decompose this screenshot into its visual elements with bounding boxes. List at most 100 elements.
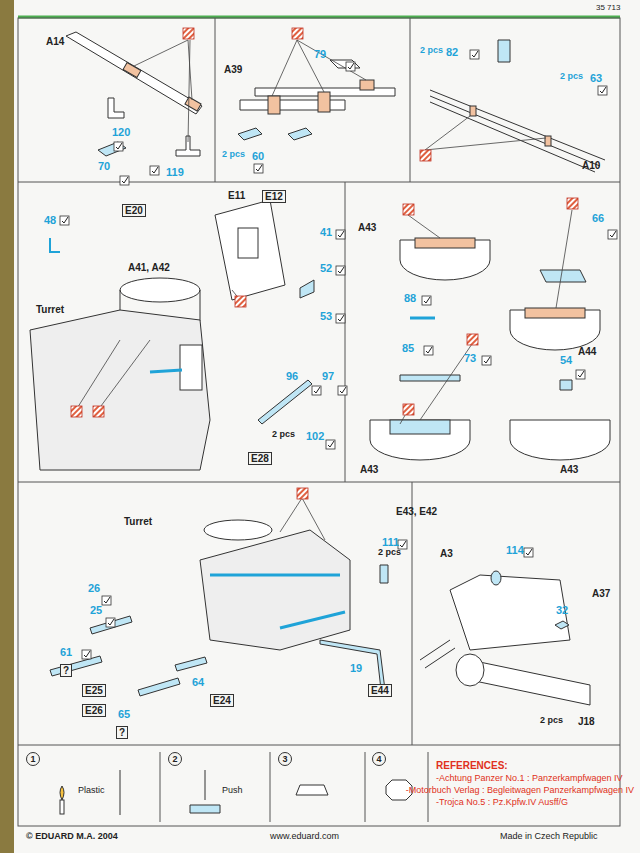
part-label: Turret (124, 516, 152, 527)
paper-edge (0, 0, 14, 853)
step-code: E28 (248, 452, 272, 465)
check-box (336, 314, 345, 323)
callout-number: 19 (350, 662, 362, 674)
check-box (338, 386, 347, 395)
callout-number: 32 (556, 604, 568, 616)
part-label: A43 (358, 222, 376, 233)
line-art (18, 182, 620, 183)
callout-number: 79 (314, 48, 326, 60)
hatch-icon (297, 488, 308, 499)
line-art (425, 648, 455, 668)
check-box (336, 266, 345, 275)
line-art (450, 575, 570, 650)
part-label: E43, E42 (396, 506, 437, 517)
callout-number: 96 (286, 370, 298, 382)
part-label: A39 (224, 64, 242, 75)
step-code: ? (116, 726, 128, 739)
part-label: A43 (560, 464, 578, 475)
line-art (60, 786, 64, 800)
line-art (360, 80, 374, 90)
line-art (185, 97, 201, 111)
callout-number: 119 (166, 166, 184, 178)
check-mark (526, 549, 532, 555)
check-mark (472, 51, 478, 57)
line-art (18, 745, 620, 746)
hatch-icon (235, 296, 246, 307)
line-art (525, 308, 585, 318)
line-art (498, 40, 510, 62)
check-mark (338, 267, 344, 273)
part-label: 2 pcs (378, 548, 401, 558)
step-code: E44 (368, 684, 392, 697)
line-art (98, 142, 126, 156)
line-art (470, 660, 590, 705)
line-art (50, 656, 102, 676)
part-label: 35 713 (596, 4, 620, 13)
leader-line (425, 138, 546, 150)
gun-mantlet (420, 571, 590, 705)
part-label: A10 (582, 160, 600, 171)
line-art (18, 18, 620, 826)
line-art (545, 136, 551, 146)
part-a39 (238, 60, 395, 140)
line-art (210, 574, 340, 577)
step-code: E24 (210, 694, 234, 707)
line-art (120, 770, 121, 815)
line-art (370, 420, 470, 460)
hatch-icon (292, 28, 303, 39)
step-code: E25 (82, 684, 106, 697)
leader-line (76, 340, 120, 410)
hatch-icon (567, 198, 578, 209)
check-box (346, 62, 355, 71)
check-mark (104, 597, 110, 603)
leader-line (98, 340, 150, 410)
step-number: 1 (26, 752, 40, 766)
check-box (120, 176, 129, 185)
leader-line (297, 40, 366, 80)
line-art (205, 770, 206, 800)
check-box (422, 296, 431, 305)
line-art (138, 678, 180, 696)
line-art (320, 640, 385, 690)
line-art (345, 182, 346, 482)
check-box (326, 440, 335, 449)
callout-number: 120 (112, 126, 130, 138)
check-mark (348, 63, 354, 69)
callout-number: 102 (306, 430, 324, 442)
check-box (524, 548, 533, 557)
line-art (430, 102, 595, 172)
check-mark (116, 143, 122, 149)
callout-number: 54 (560, 354, 572, 366)
leader-line (425, 116, 470, 150)
check-mark (314, 387, 320, 393)
part-label: © EDUARD M.A. 2004 (26, 832, 118, 842)
line-art (108, 98, 124, 118)
line-art (365, 752, 366, 822)
line-art (280, 612, 345, 628)
callout-number: 85 (402, 342, 414, 354)
check-mark (122, 177, 128, 183)
check-mark (424, 297, 430, 303)
check-mark (62, 217, 68, 223)
check-mark (84, 651, 90, 657)
check-mark (400, 541, 406, 547)
part-label: Plastic (78, 786, 105, 796)
check-box (254, 164, 263, 173)
panel-grid (18, 18, 620, 826)
callout-number: 64 (192, 676, 204, 688)
line-art (330, 60, 360, 68)
line-art (470, 106, 476, 116)
line-art (175, 657, 207, 671)
callout-number: 65 (118, 708, 130, 720)
part-label: REFERENCES: (436, 760, 508, 771)
check-box (312, 386, 321, 395)
leader-line (134, 40, 188, 66)
callout-number: 114 (506, 544, 524, 556)
part-label: A14 (46, 36, 64, 47)
line-art (491, 571, 501, 585)
callout-number: 60 (252, 150, 264, 162)
check-box (482, 356, 491, 365)
step-code: ? (60, 664, 72, 677)
